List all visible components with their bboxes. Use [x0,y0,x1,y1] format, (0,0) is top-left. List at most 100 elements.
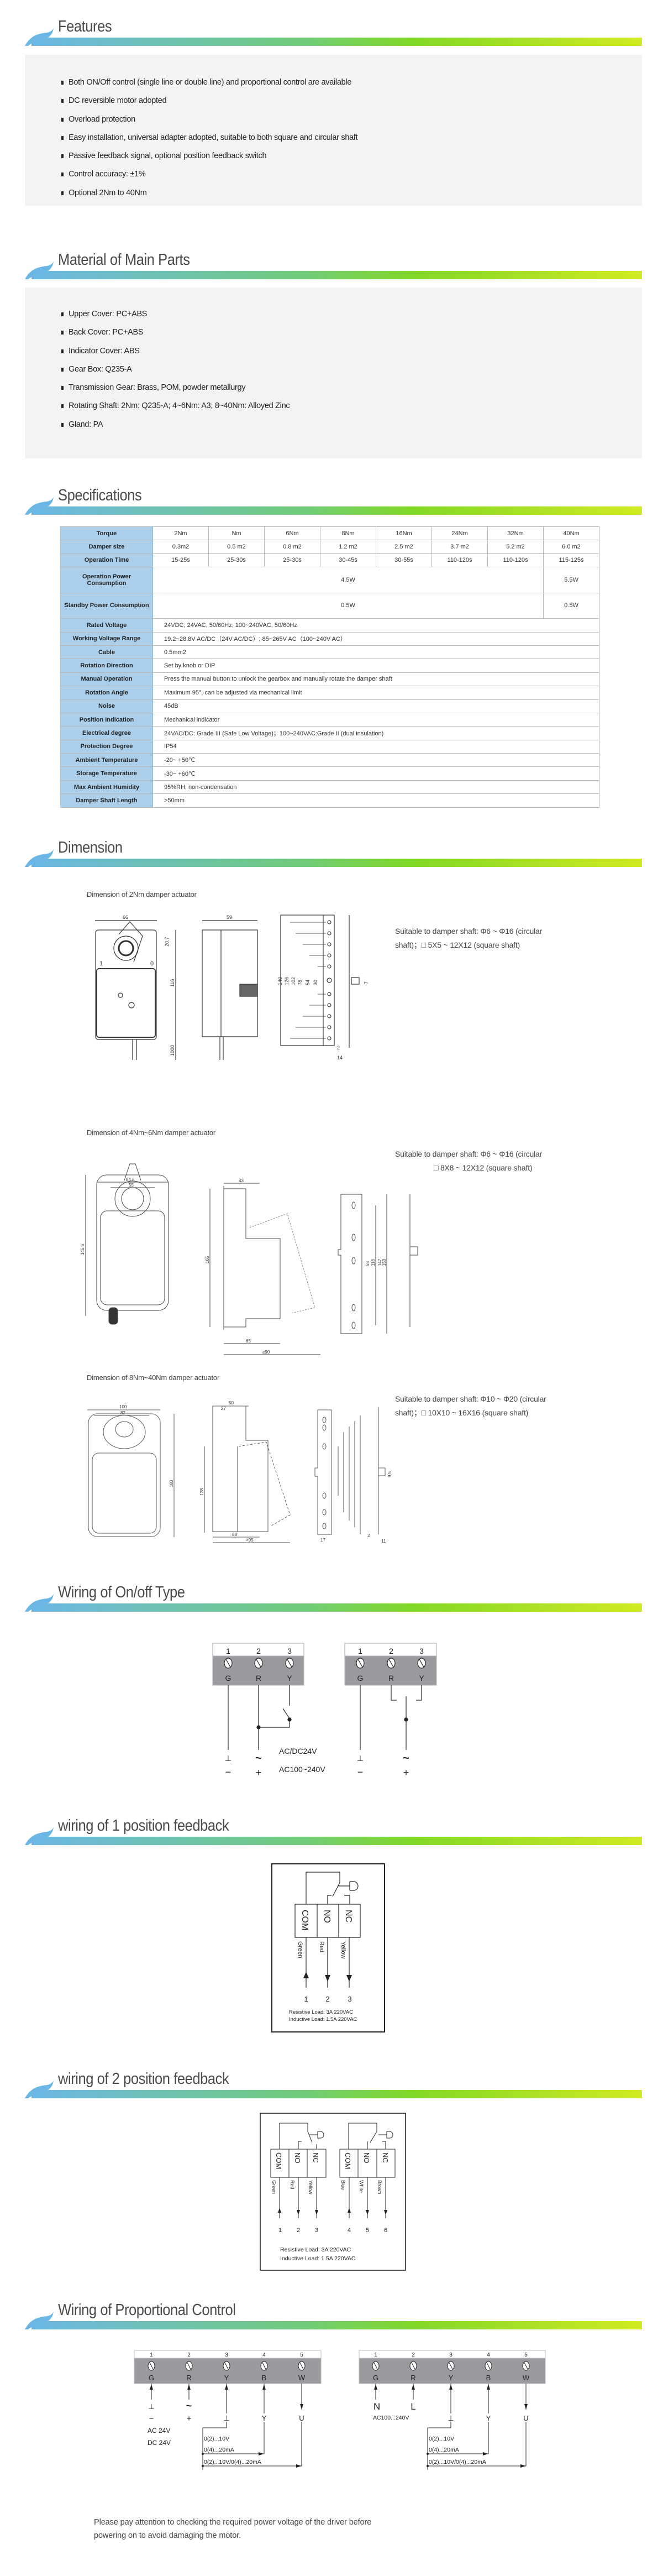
terminal-number: 1 [278,2227,282,2234]
terminal-letter: G [149,2374,154,2382]
spec-value: 110-120s [432,553,488,568]
terminal-number: 2 [389,1647,393,1655]
dimension-label: 100 [119,1404,127,1409]
features-list: Both ON/Off control (single line or doub… [61,78,358,207]
material-item: Gear Box: Q235-A [61,365,290,383]
material-panel: Upper Cover: PC+ABS Back Cover: PC+ABS I… [25,288,642,458]
section-header-wiring-proportional: Wiring of Proportional Control [25,2301,642,2329]
spec-value: 2Nm [152,526,209,541]
spec-value: 0.5 m2 [208,540,265,554]
terminal-letter: W [523,2374,530,2382]
section-title: Wiring of On/off Type [58,1584,185,1601]
signal-range-label: 0(4)...20mA [429,2447,459,2453]
dimension-caption: Dimension of 8Nm~40Nm damper actuator [87,1373,220,1382]
shaft-suitability-line: shaft)；□ 10X10 ~ 16X16 (square shaft) [395,1408,529,1417]
ground-symbol: ⊥ [148,2402,154,2411]
dimension-label: 150 [382,1258,387,1266]
contact-label: COM [344,2152,352,2169]
spec-label: Manual Operation [60,672,153,687]
features-panel: Both ON/Off control (single line or doub… [25,55,642,206]
spec-value: 8Nm [320,526,376,541]
dial-label: 0 [150,960,154,967]
dimension-label: 7 [364,981,369,984]
dimension-label: 9.5 [387,1471,392,1477]
shaft-suitability-line: Suitable to damper shaft: Φ6 ~ Φ16 (circ… [395,1149,543,1158]
dimension-drawing-2nm: 66 59 20.7 116 1000 140 126 102 78 54 30… [95,915,369,1060]
dimension-label: >95 [246,1538,254,1543]
material-item: Gland: PA [61,420,290,438]
ac-symbol: ~ [255,1752,262,1764]
spec-value: 16Nm [376,526,432,541]
spec-value: 1.2 m2 [320,540,376,554]
contact-label: NC [312,2152,320,2163]
dimension-label: 30 [313,980,318,985]
minus-symbol: − [149,2414,154,2423]
material-item: Rotating Shaft: 2Nm: Q235-A; 4~6Nm: A3; … [61,401,290,420]
plus-symbol: + [403,1767,409,1778]
ac-mains-label: AC100...240V [373,2415,409,2421]
dimension-label: 58 [365,1261,370,1266]
spec-value: 32Nm [487,526,544,541]
terminal-number: 3 [419,1647,424,1655]
terminal-letter: R [186,2374,191,2382]
signal-range-label: 0(2)...10V/0(4)...20mA [429,2459,486,2465]
dimension-caption: Dimension of 2Nm damper actuator [87,890,197,898]
shaft-suitability-text: Suitable to damper shaft: Φ6 ~ Φ16 (circ… [395,924,542,952]
spec-label: Protection Degree [60,739,153,754]
contact-label: COM [300,1910,309,1930]
signal-range-label: 0(2)...10V [429,2436,454,2442]
terminal-letter: B [262,2374,267,2382]
terminal-letter: Y [449,2374,454,2382]
dimension-label: 65 [246,1339,251,1344]
section-title: Dimension [58,839,123,856]
section-header-wiring-onoff: Wiring of On/off Type [25,1583,642,1612]
spec-value: 0.5W [152,592,544,619]
spec-value: Maximum 95°, can be adjusted via mechani… [152,686,599,700]
terminal-number: 2 [412,2352,415,2358]
terminal-number: 5 [524,2352,528,2358]
spec-value: 5.2 m2 [487,540,544,554]
feature-item: Easy installation, universal adapter ado… [61,133,358,151]
signal-y-label: Y [262,2414,267,2422]
dimension-label: 20.7 [164,937,170,947]
wire-color-label: Yellow [340,1941,346,1958]
plus-symbol: + [187,2414,192,2423]
neutral-label: N [373,2401,380,2412]
shaft-suitability-line: Suitable to damper shaft: Φ10 ~ Φ20 (cir… [395,1394,546,1403]
spec-label: Max Ambient Humidity [60,780,153,795]
ground-symbol: ⊥ [225,1754,231,1763]
spec-label: Operation Time [60,553,153,568]
terminal-letter: G [373,2374,378,2382]
spec-value: Nm [208,526,265,541]
terminal-number: 5 [366,2227,369,2234]
ground-symbol: ⊥ [357,1754,364,1763]
spec-label: Position Indication [60,712,153,727]
shaft-suitability-line: shaft)；□ 5X5 ~ 12X12 (square shaft) [395,940,520,949]
live-label: L [411,2401,415,2412]
contact-label: COM [275,2152,283,2169]
dimension-label: 1000 [170,1045,175,1056]
signal-u-label: U [299,2414,304,2422]
dimension-label: 102 [291,977,296,985]
dimension-label: 84.8 [126,1177,135,1182]
spec-label: Damper size [60,540,153,554]
dimension-label: 43 [239,1178,244,1183]
spec-value: 0.8 m2 [264,540,320,554]
section-divider-bar [31,859,642,867]
dimension-label: ≥90 [262,1350,270,1355]
spec-value: 15-25s [152,553,209,568]
spec-value: 115-125s [543,553,599,568]
power-voltage-warning: Please pay attention to checking the req… [94,2518,372,2540]
material-item: Indicator Cover: ABS [61,347,290,365]
spec-value: Set by knob or DIP [152,659,599,673]
dimension-label: 180 [169,1480,174,1487]
spec-label: Torque [60,526,153,541]
wire-color-label: Green [271,2180,277,2194]
spec-value: 19.2~28.8V AC/DC（24V AC/DC）; 85~265V AC（… [152,631,599,646]
shaft-suitability-text: Suitable to damper shaft: Φ10 ~ Φ20 (cir… [395,1392,546,1420]
